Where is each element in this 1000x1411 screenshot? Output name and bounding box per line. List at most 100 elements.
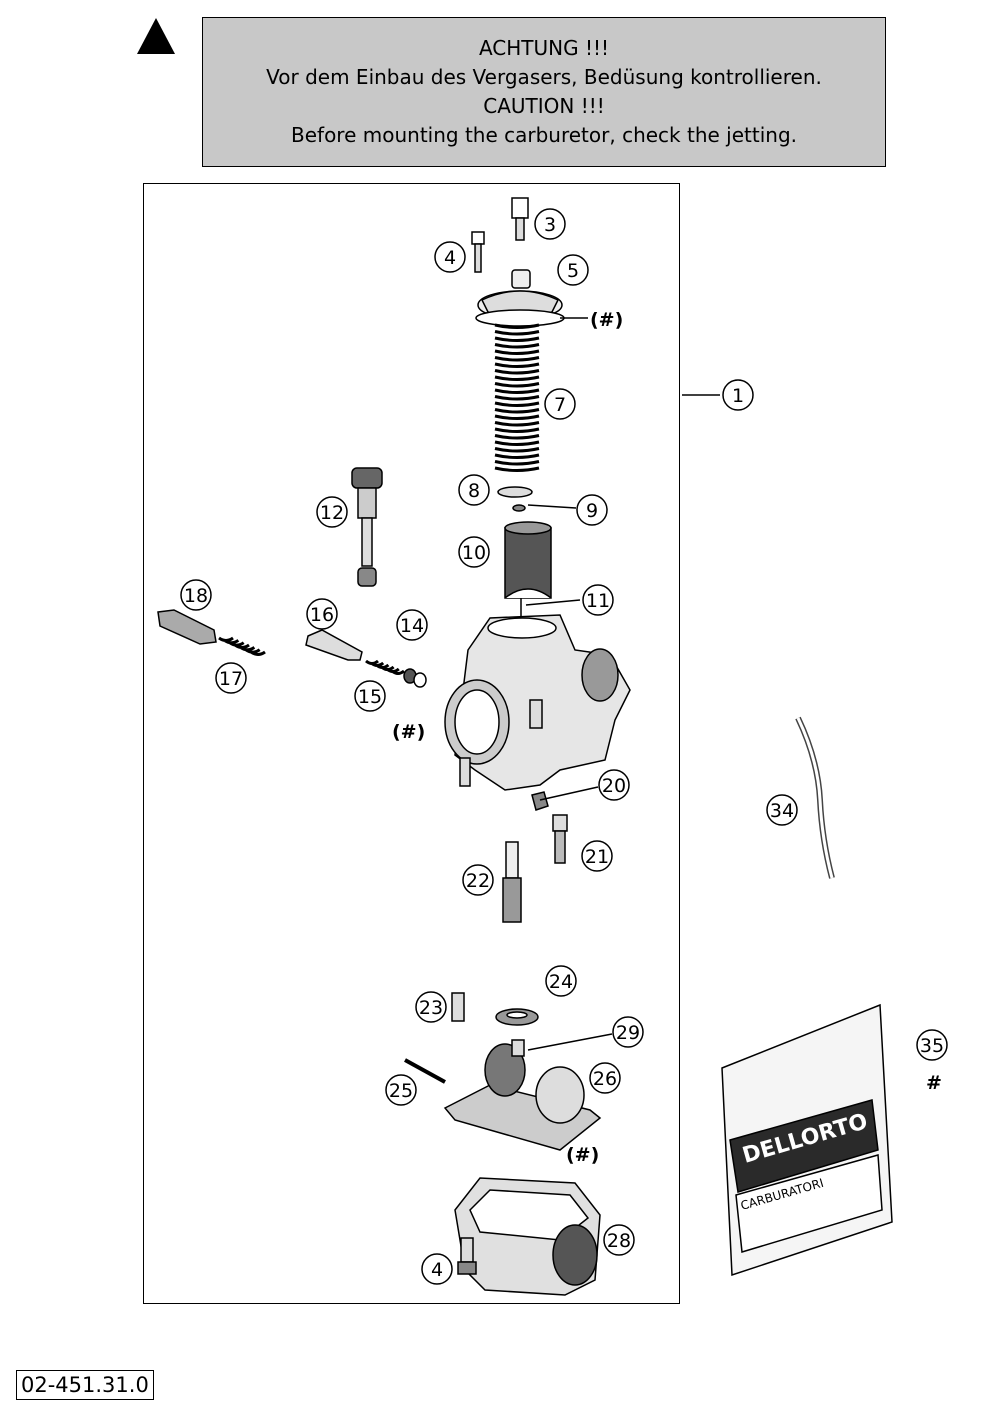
part-5-cover (475, 269, 565, 327)
callout-number: 18 (184, 585, 208, 607)
part-7-spring (494, 323, 540, 472)
callout-c8: 8 (458, 474, 490, 506)
callout-group: 1345789101112141516171820212223242526282… (180, 208, 948, 1285)
callout-circle (415, 991, 447, 1023)
hash-mark-top: (#) (590, 309, 623, 331)
callout-number: 35 (920, 1035, 944, 1057)
callout-c29: 29 (612, 1016, 644, 1048)
callout-circle (589, 1062, 621, 1094)
callout-number: 1 (732, 385, 744, 407)
callout-number: 34 (770, 800, 794, 822)
callout-number: 14 (400, 615, 424, 637)
callout-circle (215, 662, 247, 694)
callout-circle (534, 208, 566, 240)
callout-c12: 12 (316, 496, 348, 528)
warning-triangle-icon (137, 18, 175, 54)
callout-number: 10 (462, 542, 486, 564)
callout-c35: 35 (916, 1029, 948, 1061)
callout-circle (462, 864, 494, 896)
part-9-washer (497, 486, 533, 512)
drawing-reference-number: 02-451.31.0 (16, 1370, 154, 1400)
callout-number: 9 (586, 500, 598, 522)
part-10-throttle-slide (504, 521, 552, 599)
callout-number: 16 (310, 604, 334, 626)
callout-number: 26 (593, 1068, 617, 1090)
callout-c22: 22 (462, 864, 494, 896)
callout-c4b: 4 (421, 1253, 453, 1285)
callout-circle (545, 965, 577, 997)
part-26-float (443, 1039, 602, 1151)
callout-circle (603, 1224, 635, 1256)
callout-c24: 24 (545, 965, 577, 997)
callout-circle (598, 769, 630, 801)
hash-mark-left: (#) (392, 721, 425, 743)
callout-circle (385, 1074, 417, 1106)
callout-c16: 16 (306, 598, 338, 630)
callout-number: 20 (602, 775, 626, 797)
callout-c5: 5 (557, 254, 589, 286)
callout-number: 4 (444, 247, 456, 269)
caution-line-de-title: ACHTUNG !!! (478, 36, 610, 60)
assembly-frame (143, 183, 680, 1304)
part-12-choke-plunger (351, 467, 383, 587)
callout-c23: 23 (415, 991, 447, 1023)
part-15-spring (365, 659, 405, 675)
callout-c21: 21 (581, 840, 613, 872)
callout-c11: 11 (582, 584, 614, 616)
callout-circle (582, 584, 614, 616)
part-28-float-bowl (454, 1177, 601, 1296)
callout-number: 11 (586, 590, 610, 612)
callout-number: 28 (607, 1230, 631, 1252)
callout-c18: 18 (180, 579, 212, 611)
callout-circle (354, 680, 386, 712)
callout-circle (581, 840, 613, 872)
hash-mark-bag: # (926, 1072, 942, 1094)
callout-number: 17 (219, 668, 243, 690)
callout-number: 5 (567, 260, 579, 282)
hash-mark-bottom: (#) (566, 1144, 599, 1166)
callout-c1: 1 (722, 379, 754, 411)
part-25-float-pin (404, 1058, 446, 1084)
caution-line-de-text: Vor dem Einbau des Vergasers, Bedüsung k… (266, 65, 822, 89)
callout-circle (434, 241, 466, 273)
callout-c28: 28 (603, 1224, 635, 1256)
callout-circle (306, 598, 338, 630)
callout-circle (458, 536, 490, 568)
callout-number: 4 (431, 1259, 443, 1281)
callout-circle (458, 474, 490, 506)
part-18-idle-screw (157, 609, 217, 645)
callout-circle (544, 388, 576, 420)
callout-number: 15 (358, 686, 382, 708)
callout-c25: 25 (385, 1074, 417, 1106)
part-21-main-jet-holder (552, 814, 568, 864)
callout-circle (557, 254, 589, 286)
part-16-mixture-screw (305, 629, 363, 661)
caution-line-en-title: CAUTION !!! (483, 94, 605, 118)
callout-c9: 9 (576, 494, 608, 526)
callout-c3: 3 (534, 208, 566, 240)
callout-c10: 10 (458, 536, 490, 568)
callout-circle (612, 1016, 644, 1048)
part-4-screw-top (471, 231, 485, 273)
part-3-adjuster-screw (511, 197, 529, 241)
callout-number: 22 (466, 870, 490, 892)
callout-c14: 14 (396, 609, 428, 641)
callout-c34: 34 (766, 794, 798, 826)
caution-notice: ACHTUNG !!! Vor dem Einbau des Vergasers… (202, 17, 886, 167)
callout-c7: 7 (544, 388, 576, 420)
callout-c4a: 4 (434, 241, 466, 273)
part-22-atomizer (502, 841, 522, 923)
callout-circle (722, 379, 754, 411)
part-35-jet-kit-bag (721, 1003, 893, 1277)
part-17-spring (218, 636, 266, 656)
part-20-pilot-jet (531, 791, 549, 811)
callout-number: 3 (544, 214, 556, 236)
callout-number: 7 (554, 394, 566, 416)
callout-number: 24 (549, 971, 573, 993)
caution-line-en-text: Before mounting the carburetor, check th… (291, 123, 797, 147)
callout-c15: 15 (354, 680, 386, 712)
callout-number: 8 (468, 480, 480, 502)
part-14-washer (413, 672, 427, 688)
callout-c20: 20 (598, 769, 630, 801)
